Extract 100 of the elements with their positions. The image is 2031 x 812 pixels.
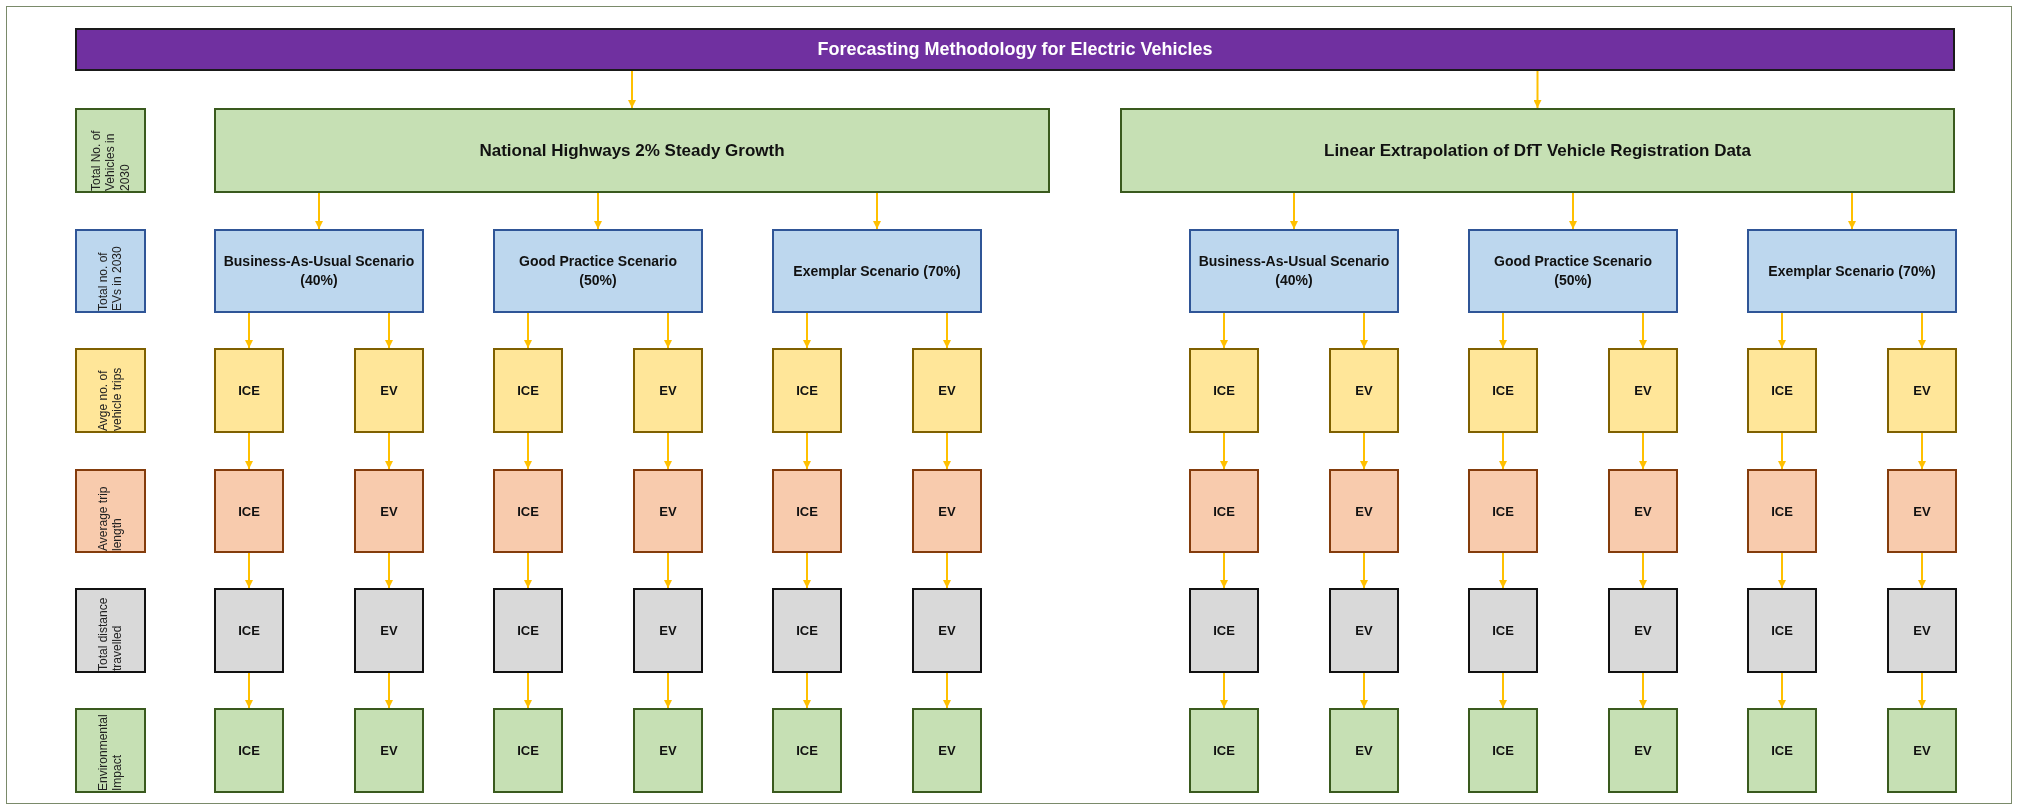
arrow <box>1220 312 1228 349</box>
arrow <box>628 70 636 109</box>
vehicle-box <box>1189 348 1259 433</box>
vehicle-box <box>354 588 424 673</box>
row-label-box <box>75 108 146 193</box>
vehicle-type-label: ICE <box>1213 503 1235 519</box>
vehicle-box <box>1887 348 1957 433</box>
arrow <box>1639 552 1647 589</box>
vehicle-box <box>1608 348 1678 433</box>
vehicle-type-label: EV <box>1913 503 1931 519</box>
arrow <box>1778 672 1786 709</box>
arrow <box>664 552 672 589</box>
vehicle-type-label: EV <box>659 623 677 638</box>
row-label-box <box>75 588 146 673</box>
vehicle-box <box>1608 708 1678 793</box>
arrow <box>385 312 393 349</box>
row-label-box <box>75 469 146 553</box>
arrow <box>1499 672 1507 709</box>
vehicle-box <box>214 469 284 553</box>
vehicle-type-label: ICE <box>1771 503 1793 519</box>
arrow <box>1220 552 1228 589</box>
vehicle-box <box>1329 588 1399 673</box>
row-label-box <box>75 348 146 433</box>
arrow <box>664 672 672 709</box>
arrow <box>803 312 811 349</box>
arrow <box>1778 312 1786 349</box>
arrow <box>1918 672 1926 709</box>
vehicle-box <box>633 708 703 793</box>
arrow <box>664 312 672 349</box>
vehicle-type-label: ICE <box>517 743 539 758</box>
vehicle-box <box>772 708 842 793</box>
vehicle-box <box>1468 348 1538 433</box>
vehicle-type-label: EV <box>380 383 398 398</box>
vehicle-box <box>493 708 563 793</box>
arrow <box>1918 552 1926 589</box>
vehicle-box <box>493 348 563 433</box>
vehicle-type-label: EV <box>1634 383 1652 398</box>
arrow <box>1918 432 1926 470</box>
arrow <box>524 552 532 589</box>
vehicle-box <box>354 708 424 793</box>
vehicle-box <box>1887 469 1957 553</box>
vehicle-type-label: EV <box>380 743 398 758</box>
vehicle-type-label: ICE <box>1771 383 1793 398</box>
arrow <box>1499 312 1507 349</box>
vehicle-box <box>912 588 982 673</box>
vehicle-type-label: EV <box>1913 623 1931 638</box>
arrow <box>1360 432 1368 470</box>
vehicle-type-label: EV <box>380 623 398 638</box>
row-label-box <box>75 229 146 313</box>
vehicle-type-label: EV <box>1355 383 1373 398</box>
row-label: Total distance travelled <box>96 596 125 671</box>
vehicle-box <box>1747 588 1817 673</box>
vehicle-type-label: EV <box>659 743 677 758</box>
title-banner <box>75 28 1955 71</box>
scenario-label: Exemplar Scenario (70%) <box>792 261 962 281</box>
vehicle-type-label: ICE <box>517 383 539 398</box>
row-label: Total No. of Vehicles in 2030 <box>88 128 133 191</box>
arrow <box>1499 552 1507 589</box>
vehicle-box <box>1747 469 1817 553</box>
vehicle-box <box>772 588 842 673</box>
vehicle-box <box>1608 469 1678 553</box>
vehicle-box <box>1189 588 1259 673</box>
method-box <box>1120 108 1955 193</box>
scenario-box <box>214 229 424 313</box>
row-label: Total no. of EVs in 2030 <box>96 245 125 311</box>
vehicle-type-label: ICE <box>517 623 539 638</box>
arrow <box>245 552 253 589</box>
vehicle-type-label: ICE <box>238 743 260 758</box>
scenario-box <box>1747 229 1957 313</box>
vehicle-box <box>214 348 284 433</box>
arrow <box>1848 192 1856 230</box>
arrow <box>594 192 602 230</box>
scenario-label: Good Practice Scenario (50%) <box>1493 252 1653 290</box>
arrow <box>664 432 672 470</box>
vehicle-type-label: EV <box>659 383 677 398</box>
scenario-box <box>1189 229 1399 313</box>
vehicle-type-label: ICE <box>1492 503 1514 519</box>
vehicle-type-label: ICE <box>1492 743 1514 758</box>
vehicle-box <box>912 348 982 433</box>
arrow <box>1360 312 1368 349</box>
vehicle-box <box>1329 708 1399 793</box>
arrow <box>1569 192 1577 230</box>
row-label: Environmental Impact <box>96 712 125 791</box>
arrow <box>385 432 393 470</box>
arrow <box>873 192 881 230</box>
arrow <box>245 312 253 349</box>
vehicle-box <box>1329 469 1399 553</box>
arrow <box>803 672 811 709</box>
vehicle-box <box>1468 588 1538 673</box>
vehicle-box <box>1189 708 1259 793</box>
vehicle-type-label: EV <box>380 503 398 519</box>
arrow <box>315 192 323 230</box>
vehicle-box <box>772 348 842 433</box>
arrow <box>245 672 253 709</box>
row-label: Avge no. of vehicle trips <box>96 366 125 431</box>
arrow <box>385 552 393 589</box>
row-label: Average trip length <box>96 485 125 551</box>
arrow <box>943 552 951 589</box>
vehicle-type-label: EV <box>1634 743 1652 758</box>
scenario-box <box>1468 229 1678 313</box>
